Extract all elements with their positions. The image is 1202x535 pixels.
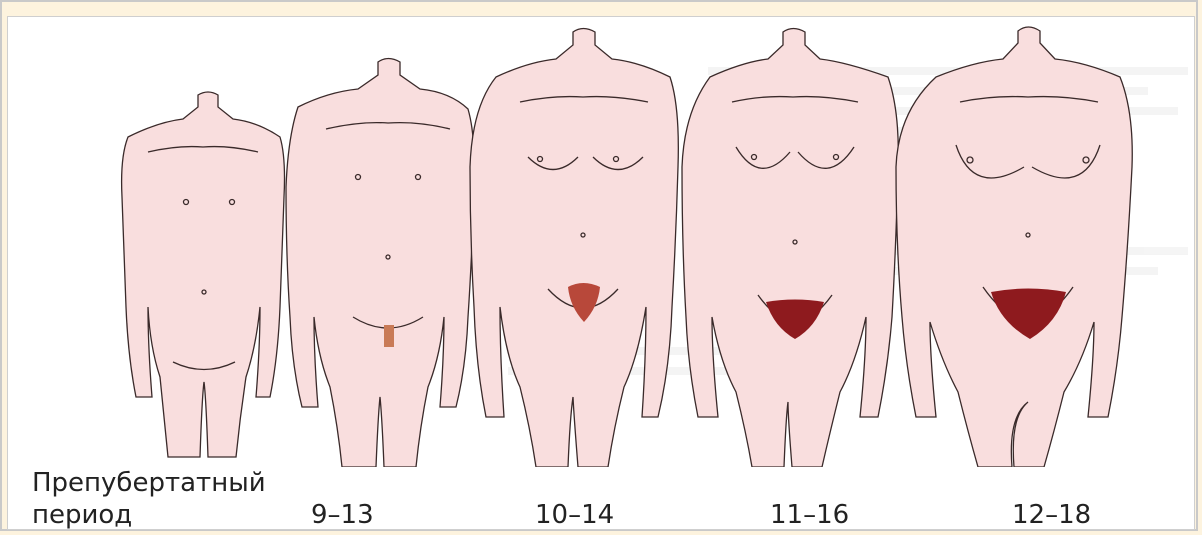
stage-label-11-16: 11–16 bbox=[770, 499, 849, 530]
stage-label-12-18: 12–18 bbox=[1012, 499, 1091, 530]
figure-stage-10-14 bbox=[470, 29, 678, 468]
age-labels: Препубертатный период 9–13 10–14 11–16 1… bbox=[8, 467, 1195, 530]
figure-stage-12-18 bbox=[896, 27, 1132, 467]
illustration-panel: Препубертатный период 9–13 10–14 11–16 1… bbox=[7, 16, 1195, 530]
heading-strip bbox=[0, 0, 1202, 16]
stage-label-line1: Препубертатный bbox=[32, 467, 266, 499]
stage-label-prepubertal: Препубертатный период bbox=[32, 467, 266, 530]
figures-area bbox=[8, 17, 1195, 467]
figure-stage-9-13 bbox=[286, 59, 474, 468]
figure-stage-11-16 bbox=[682, 29, 898, 468]
stage-label-10-14: 10–14 bbox=[535, 499, 614, 530]
figure-prepubertal bbox=[122, 92, 285, 457]
body-silhouettes bbox=[8, 17, 1195, 467]
stage-label-line2: период bbox=[32, 499, 266, 530]
stage-label-9-13: 9–13 bbox=[311, 499, 374, 530]
